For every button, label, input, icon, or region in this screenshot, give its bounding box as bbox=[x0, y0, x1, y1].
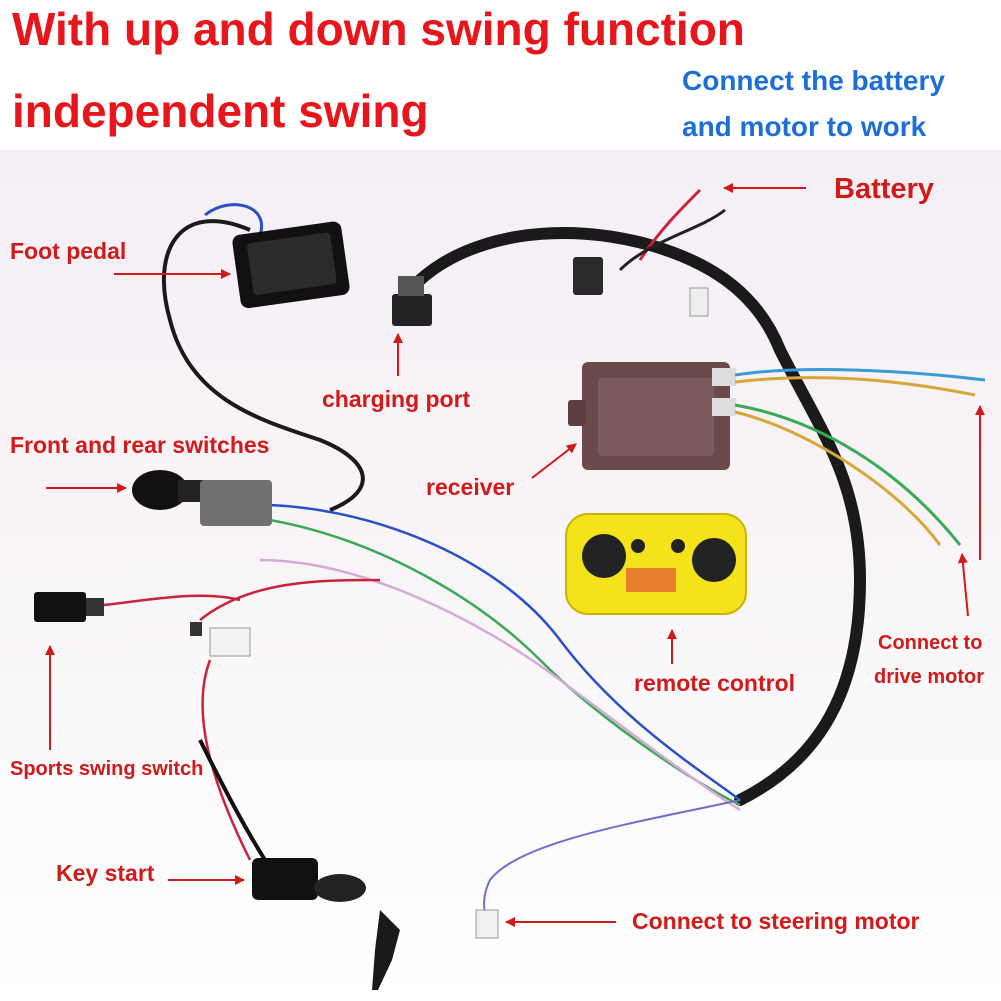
main-title-line-1: With up and down swing function bbox=[12, 3, 745, 55]
label-charging-port: charging port bbox=[322, 386, 471, 412]
label-remote-control: remote control bbox=[634, 670, 796, 696]
sports-swing-switch-part bbox=[34, 592, 104, 622]
receiver-part bbox=[568, 362, 736, 470]
label-foot-pedal: Foot pedal bbox=[10, 238, 127, 264]
charging-port-part bbox=[392, 276, 432, 326]
foot-pedal-part bbox=[232, 221, 350, 309]
label-battery: Battery bbox=[834, 173, 934, 205]
label-key-start: Key start bbox=[56, 860, 155, 886]
steering-motor-connector bbox=[475, 909, 499, 939]
label-connect-drive-motor-2: drive motor bbox=[874, 666, 985, 688]
label-connect-steering-motor: Connect to steering motor bbox=[632, 908, 920, 934]
foot-pedal-blue-wire bbox=[204, 203, 264, 236]
label-sports-swing-switch: Sports swing switch bbox=[10, 758, 204, 780]
key-start-part bbox=[252, 858, 400, 990]
battery-black-wire bbox=[618, 208, 726, 272]
note-line-2: and motor to work bbox=[682, 111, 927, 142]
foot-pedal-cable bbox=[161, 219, 365, 512]
remote-control-part bbox=[565, 513, 747, 615]
front-rear-switch-part bbox=[132, 470, 272, 526]
label-front-rear-switches: Front and rear switches bbox=[10, 432, 270, 458]
product-photo-background bbox=[0, 150, 1001, 1001]
note-line-1: Connect the battery bbox=[682, 65, 945, 96]
receiver-arrow bbox=[531, 443, 577, 479]
main-harness-cable bbox=[414, 226, 867, 806]
battery-motor-note: Connect the battery and motor to work bbox=[682, 58, 945, 150]
label-receiver: receiver bbox=[426, 474, 515, 500]
label-connect-drive-motor-1: Connect to bbox=[878, 632, 983, 654]
battery-connector bbox=[573, 257, 603, 295]
drive-motor-arrow-1 bbox=[957, 553, 969, 617]
main-title-line-2: independent swing bbox=[12, 85, 429, 137]
